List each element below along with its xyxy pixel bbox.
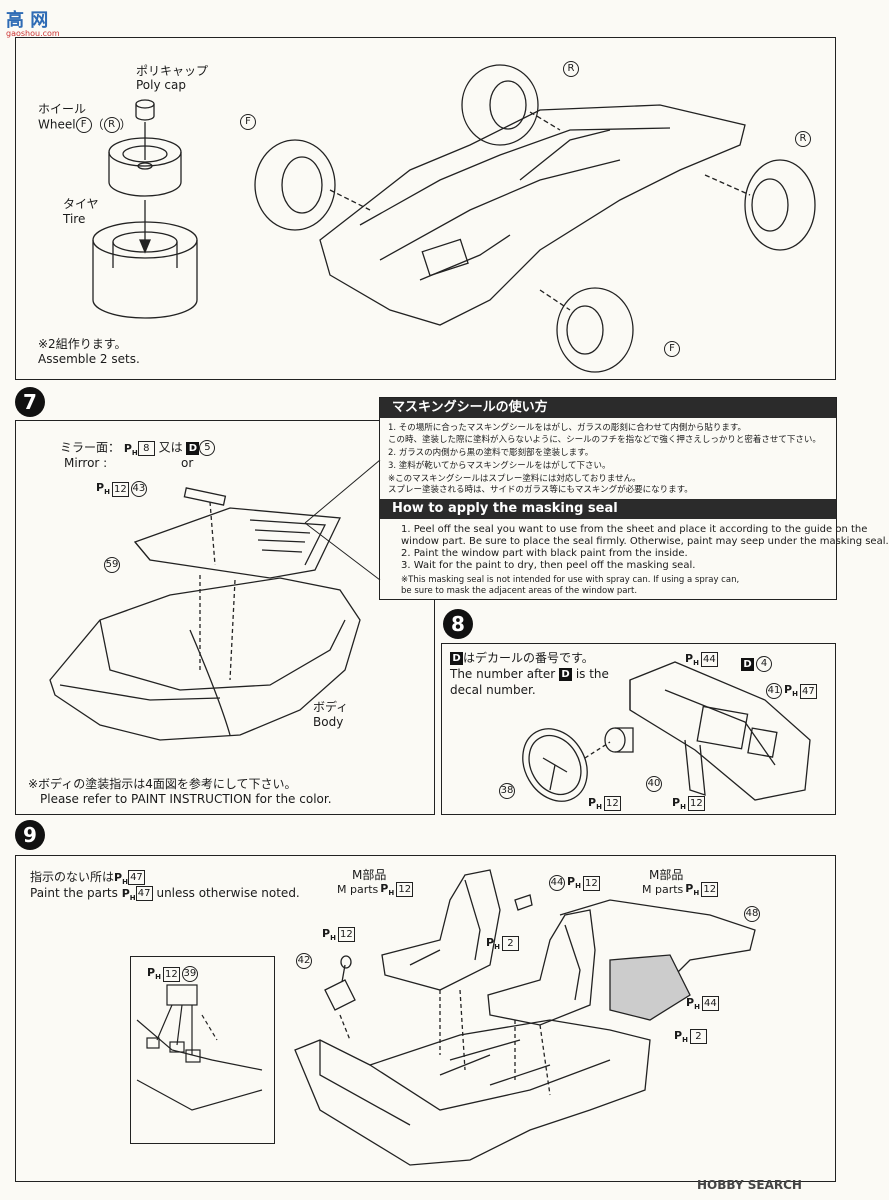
interior-floor-drawing: [294, 869, 756, 1166]
tire-label-en: Tire: [63, 212, 86, 226]
step7-number: 7: [15, 387, 45, 417]
masking-title-en: How to apply the masking seal: [380, 499, 836, 519]
paint-note-jp: ※ボディの塗装指示は4面図を参考にして下さい。: [28, 777, 297, 791]
chassis-label-f-front-left: F: [240, 111, 256, 130]
step7-panel: [15, 420, 435, 815]
assemble-note-jp: ※2組作ります。: [38, 337, 127, 351]
watermark-logo: 高 网 gaoshou.com: [6, 6, 60, 38]
watermark-sub: gaoshou.com: [6, 29, 60, 38]
step8-panel: [441, 643, 836, 815]
polycap-label-en: Poly cap: [136, 78, 186, 92]
masking-pointer-lines: [304, 459, 381, 581]
mparts-left-jp: M部品: [352, 868, 387, 882]
callout-40: 40: [646, 776, 662, 792]
step9-number: 9: [15, 820, 45, 850]
body-window-drawing: [49, 487, 361, 741]
step9-panel: [15, 855, 836, 1182]
hobbysearch-logo: HOBBY SEARCH: [697, 1178, 802, 1192]
pedal-inset-box: [130, 956, 275, 1144]
masking-title-jp: マスキングシールの使い方: [380, 398, 836, 418]
body-label-en: Body: [313, 715, 344, 729]
mirror-ph: PH: [123, 441, 138, 457]
wheel-f-marker: F: [75, 117, 92, 133]
wheel-label-jp: ホイール: [38, 102, 87, 116]
step8-number: 8: [443, 609, 473, 639]
callout-42: 42: [296, 953, 312, 969]
dashboard-drawing: [522, 661, 811, 802]
masking-seal-box: [379, 397, 837, 600]
chassis-label-r-rear-left: R: [563, 58, 579, 77]
callout-38: 38: [499, 783, 515, 799]
paint-note-en: Please refer to PAINT INSTRUCTION for th…: [40, 792, 332, 806]
chassis-drawing: [254, 64, 816, 373]
wheel-assembly-drawing: [92, 99, 198, 319]
chassis-label-r-rear-right: R: [795, 128, 811, 147]
decal-note-en: The number after D is the decal number.: [450, 667, 609, 697]
mirror-label-en: Mirror : or: [64, 456, 194, 470]
chassis-label-f-front-right: F: [664, 338, 680, 357]
callout-59: 59: [104, 557, 120, 573]
wheel-r-marker: R: [103, 117, 120, 133]
polycap-label-jp: ポリキャップ: [136, 64, 209, 78]
mparts-right-jp: M部品: [649, 868, 684, 882]
step6-panel: [15, 37, 836, 380]
body-label-jp: ボディ: [313, 700, 349, 714]
assemble-note-en: Assemble 2 sets.: [38, 352, 140, 366]
callout-48: 48: [744, 906, 760, 922]
watermark-brand: 高 网: [6, 10, 49, 31]
pedal-inset-drawing: [136, 984, 263, 1111]
tire-label-jp: タイヤ: [63, 197, 99, 211]
